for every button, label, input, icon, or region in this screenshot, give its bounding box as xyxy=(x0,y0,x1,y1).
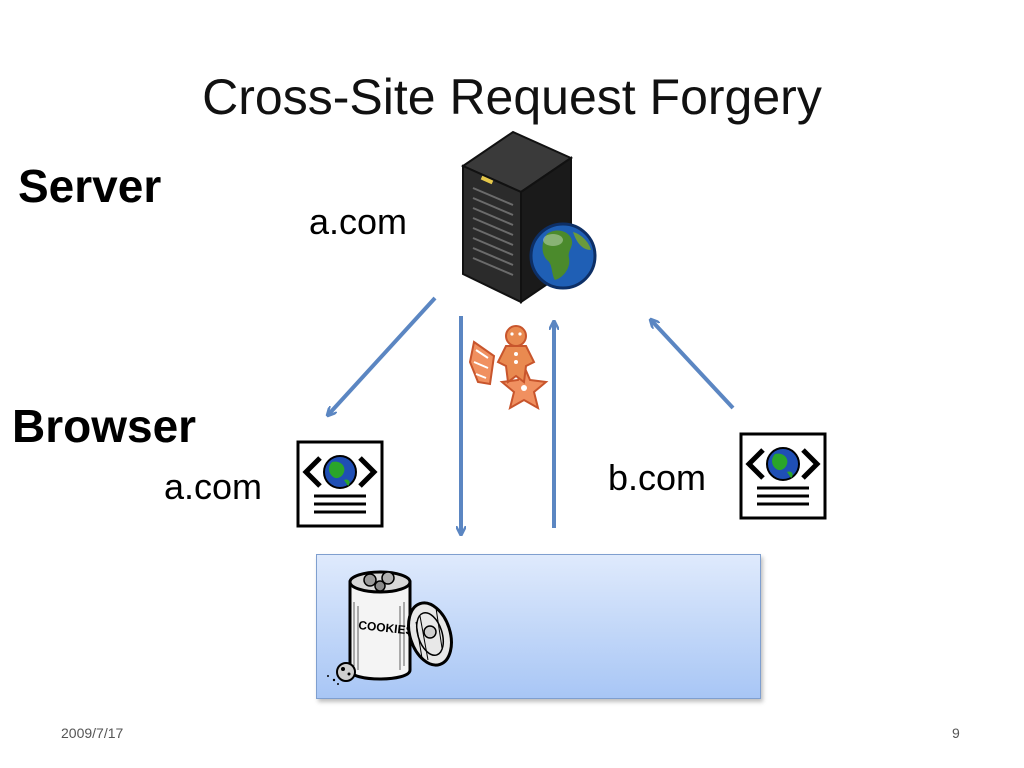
cookie-jar-label: COOKIES xyxy=(358,618,415,638)
slide-title: Cross-Site Request Forgery xyxy=(202,69,822,125)
server-icon xyxy=(460,130,597,304)
arrow-server-to-browser-a xyxy=(328,296,437,415)
browser-page-icon-b xyxy=(739,432,827,520)
server-domain-label: a.com xyxy=(309,201,408,242)
slide-page-number: 9 xyxy=(952,725,960,741)
arrow-browser-b-to-server xyxy=(651,320,735,410)
browser-page-icon-a xyxy=(296,440,384,528)
slide-date: 2009/7/17 xyxy=(61,725,124,741)
browser-domain-b-label: b.com xyxy=(608,457,707,498)
cookie-jar-icon: COOKIES xyxy=(327,570,453,685)
browser-heading: Browser xyxy=(12,400,197,452)
globe-icon xyxy=(529,222,597,290)
browser-domain-a-label: a.com xyxy=(164,466,263,507)
cookies-icon xyxy=(468,325,549,411)
server-heading: Server xyxy=(18,160,162,212)
